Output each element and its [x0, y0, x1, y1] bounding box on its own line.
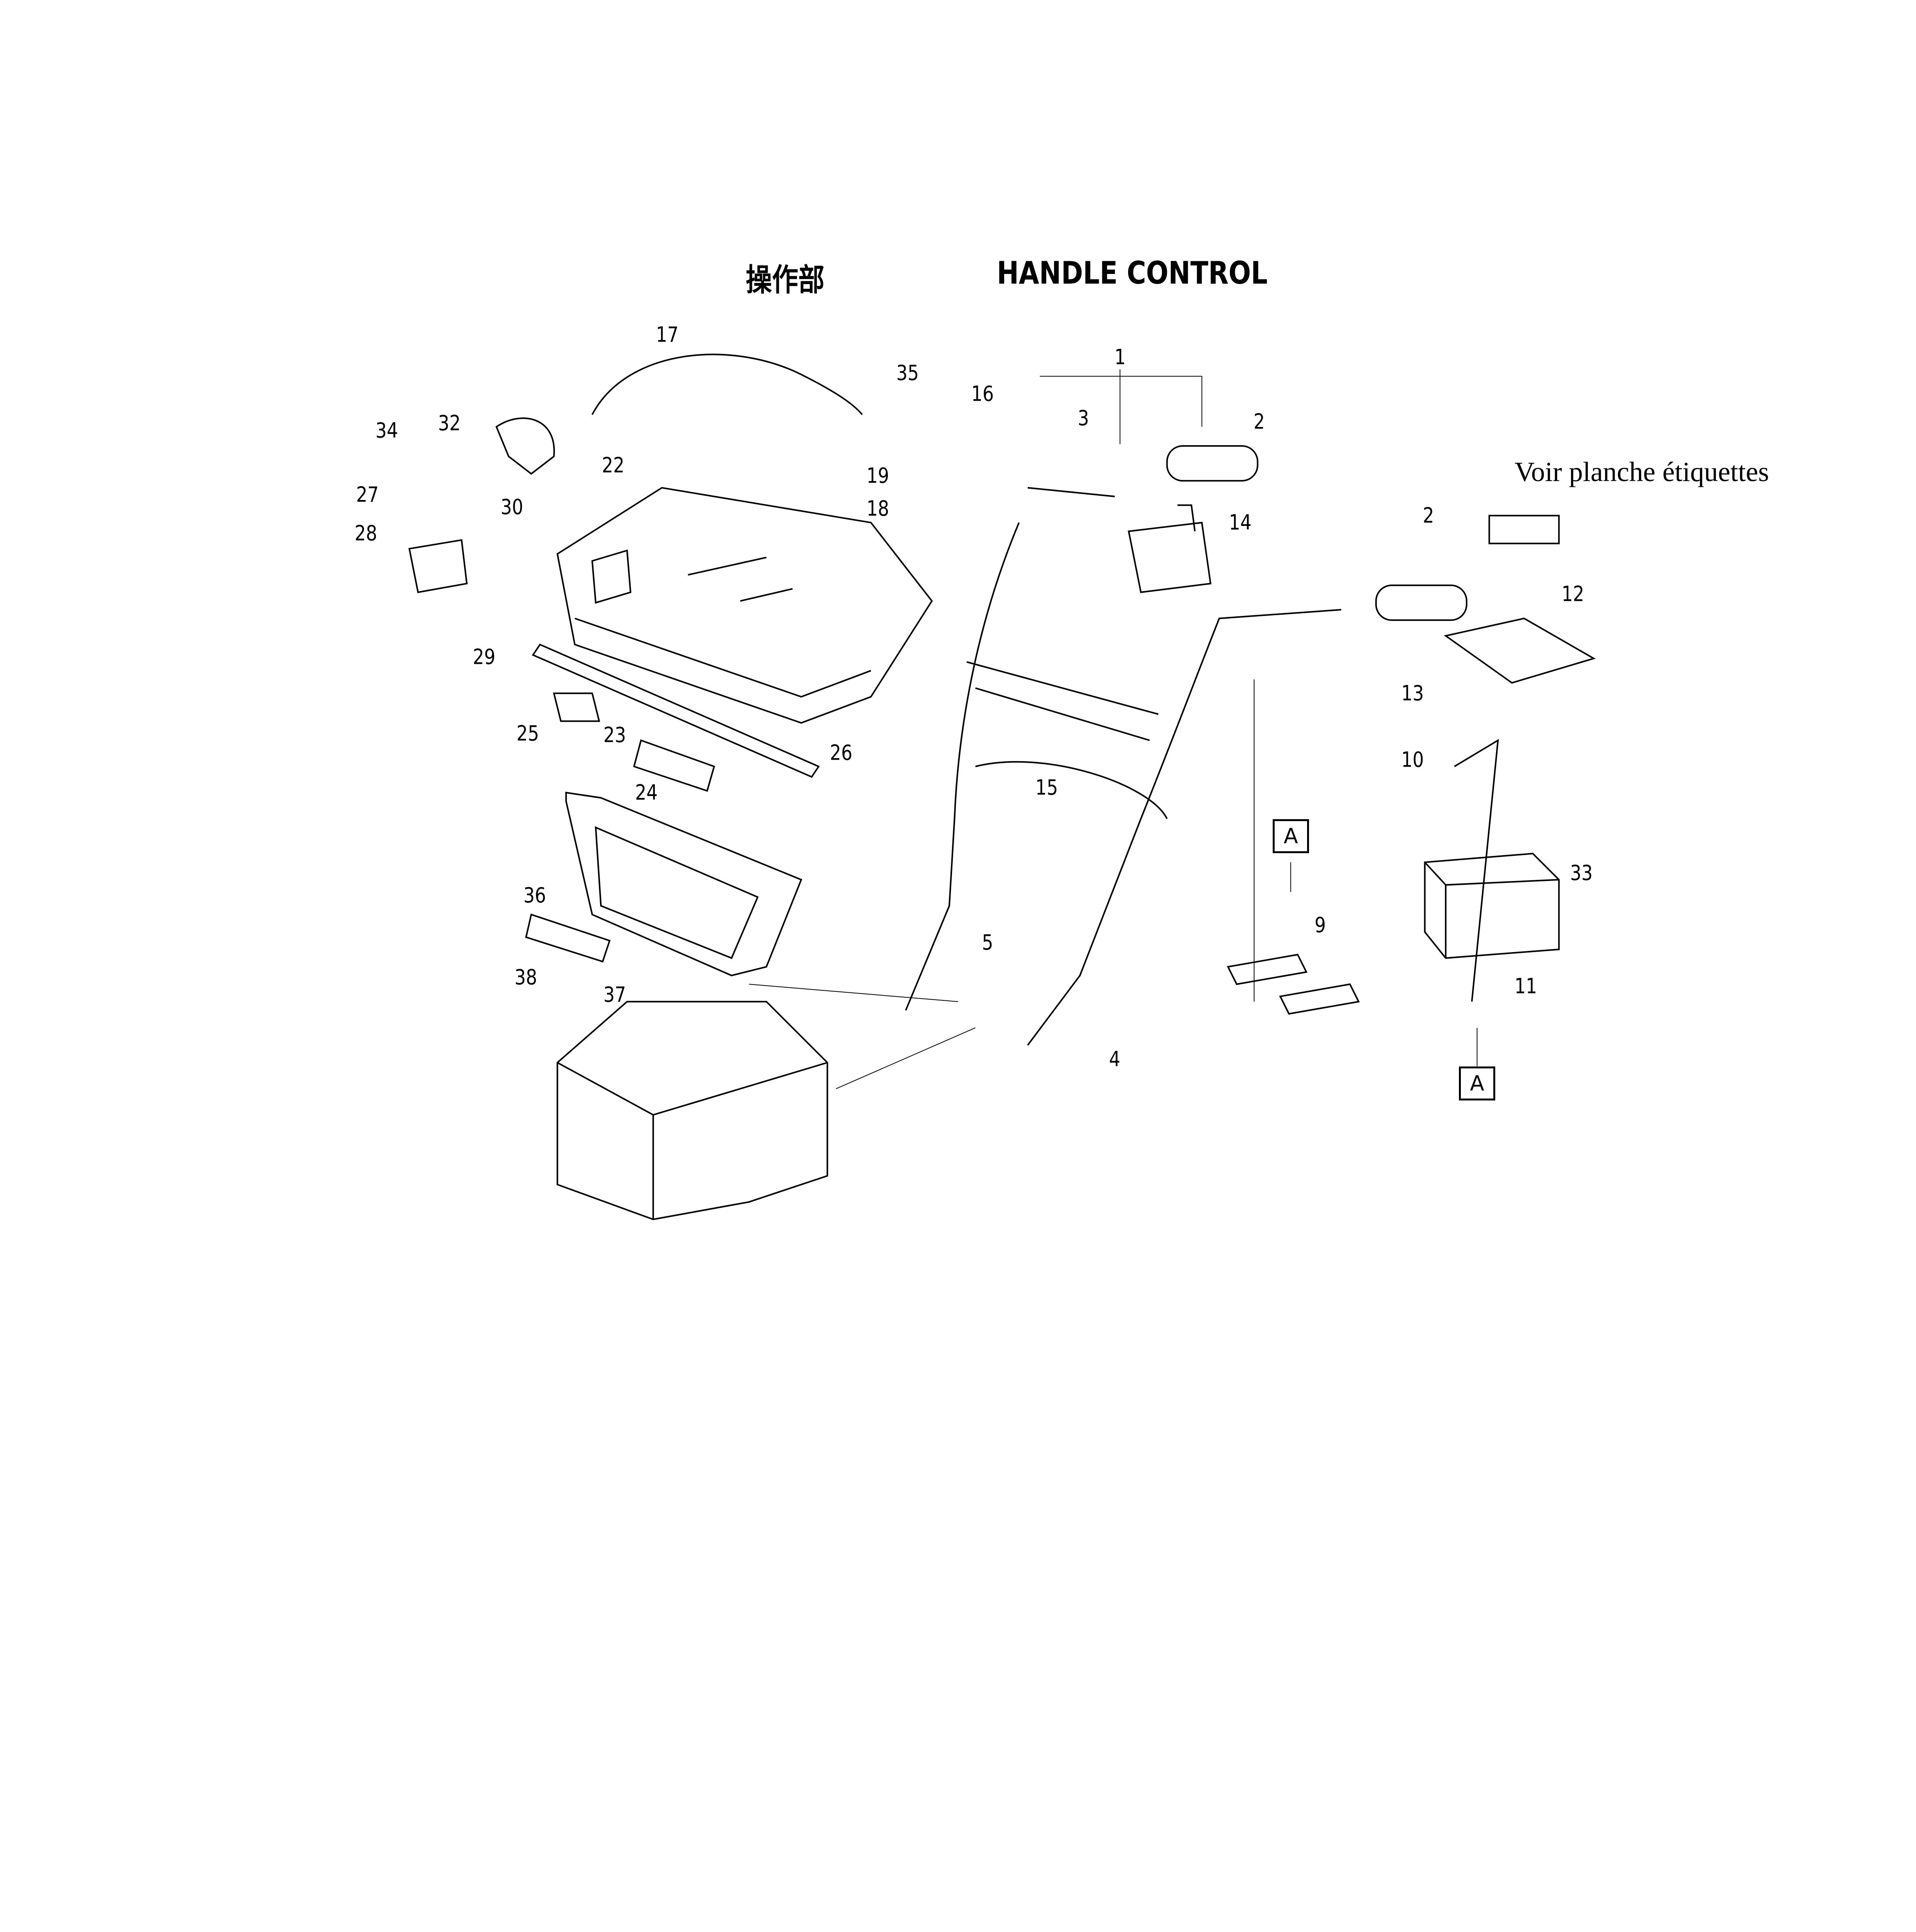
foam-block-38 — [526, 915, 609, 962]
callout-29: 29 — [473, 645, 496, 669]
reference-marker-a-bottom: A — [1459, 1066, 1495, 1100]
callout-1: 1 — [1114, 345, 1126, 369]
callout-35: 35 — [896, 361, 919, 385]
callout-37: 37 — [604, 982, 626, 1007]
switch-unit — [1129, 505, 1210, 592]
callout-2: 2 — [1253, 409, 1265, 434]
callout-24: 24 — [635, 780, 658, 805]
label-plate — [1489, 515, 1559, 543]
control-panel-cover — [558, 488, 932, 723]
left-handle-bar — [906, 488, 1115, 1010]
callout-17: 17 — [656, 322, 678, 347]
pad-9b — [1280, 984, 1359, 1014]
callout-9: 9 — [1314, 913, 1326, 937]
handle-crossbar — [967, 662, 1167, 819]
callout-12: 12 — [1561, 582, 1584, 606]
title-english: HANDLE CONTROL — [997, 255, 1268, 291]
foam-block-25 — [554, 693, 599, 721]
callout-23: 23 — [604, 723, 626, 747]
callout-34: 34 — [375, 418, 398, 443]
callout-30: 30 — [501, 495, 524, 519]
shift-knob — [496, 418, 554, 474]
callout-14: 14 — [1229, 510, 1252, 535]
left-grip — [1167, 446, 1257, 481]
parts-diagram-page: 操作部 HANDLE CONTROL Voir planche étiquett… — [0, 0, 1916, 1275]
callout-26: 26 — [830, 740, 853, 765]
callout-19: 19 — [866, 463, 889, 488]
throttle-cable — [592, 354, 862, 415]
battery — [1425, 854, 1559, 958]
callout-16: 16 — [971, 381, 994, 406]
callout-28: 28 — [354, 521, 377, 545]
work-lamp — [409, 540, 467, 592]
callout-18: 18 — [866, 496, 889, 521]
callout-36: 36 — [523, 883, 546, 908]
right-grip — [1376, 585, 1466, 620]
lower-panel — [566, 793, 801, 975]
seal-strip — [533, 645, 819, 777]
callout-4: 4 — [1109, 1047, 1120, 1071]
callout-25: 25 — [516, 721, 539, 746]
callout-11: 11 — [1514, 974, 1537, 998]
title-japanese: 操作部 — [746, 262, 825, 298]
callout-22: 22 — [602, 453, 625, 478]
battery-bracket — [1446, 618, 1594, 683]
battery-rod — [1454, 740, 1498, 1002]
mounting-bracket — [558, 1002, 828, 1219]
callout-15: 15 — [1035, 775, 1058, 800]
callout-13: 13 — [1401, 681, 1424, 706]
exploded-parts-drawing — [0, 0, 1916, 1275]
reference-marker-a-top: A — [1273, 819, 1309, 853]
cover-slot — [592, 551, 792, 603]
leader-lines — [749, 369, 1477, 1089]
label-sheet-note: Voir planche étiquettes — [1515, 456, 1769, 487]
foam-block-24 — [634, 740, 714, 791]
callout-27: 27 — [356, 482, 379, 507]
callout-5: 5 — [982, 930, 993, 955]
pad-9a — [1228, 954, 1306, 984]
callout-38: 38 — [515, 965, 537, 990]
callout-2: 2 — [1423, 503, 1434, 528]
callout-10: 10 — [1401, 747, 1424, 772]
callout-32: 32 — [438, 411, 461, 435]
callout-33: 33 — [1570, 861, 1593, 885]
callout-3: 3 — [1078, 406, 1089, 430]
